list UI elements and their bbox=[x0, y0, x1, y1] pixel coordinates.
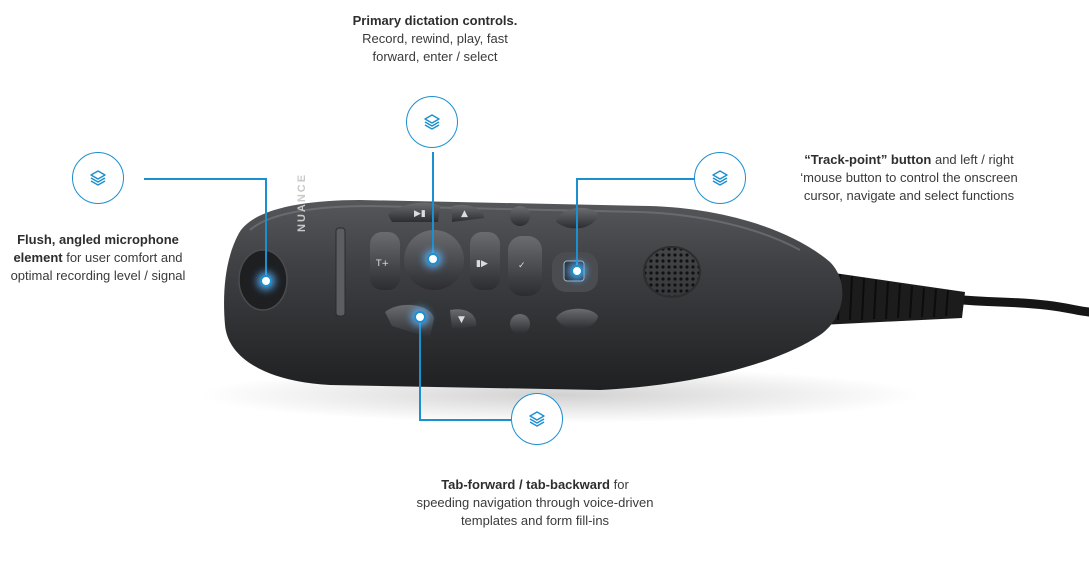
connector-line-bottom-h bbox=[419, 419, 511, 421]
tab-button-glow-dot bbox=[414, 311, 426, 323]
svg-text:T+: T+ bbox=[375, 259, 389, 269]
svg-text:▮▶: ▮▶ bbox=[476, 259, 488, 269]
caption-tab-navigation-line1: for bbox=[610, 477, 629, 492]
layers-icon bbox=[529, 411, 545, 427]
caption-primary-controls-title: Primary dictation controls. bbox=[352, 13, 518, 28]
device-highlight bbox=[249, 204, 801, 251]
trackpoint-glow-dot bbox=[571, 265, 583, 277]
connector-line-left-h bbox=[144, 178, 266, 180]
caption-microphone-title-2: element bbox=[13, 250, 63, 265]
caption-tab-navigation-title: Tab-forward / tab-backward bbox=[441, 477, 610, 492]
caption-trackpoint-line3: cursor, navigate and select functions bbox=[803, 188, 1015, 203]
caption-microphone: Flush, angled microphone element for use… bbox=[0, 231, 196, 285]
caption-primary-controls: Primary dictation controls. Record, rewi… bbox=[330, 12, 540, 66]
caption-trackpoint-title: “Track-point” button bbox=[804, 152, 932, 167]
caption-primary-controls-line2: forward, enter / select bbox=[372, 49, 498, 64]
svg-text:▶▮: ▶▮ bbox=[414, 209, 426, 219]
button-glyphs: ▶▮ ▲ T+ ▮▶ ✓ ▼ bbox=[375, 209, 526, 325]
caption-trackpoint: “Track-point” button and left / right ‘m… bbox=[754, 151, 1064, 205]
hotspot-primary-controls[interactable] bbox=[406, 96, 458, 148]
caption-microphone-line3: optimal recording level / signal bbox=[10, 268, 186, 283]
svg-text:▼: ▼ bbox=[458, 315, 465, 325]
connector-line-right-h bbox=[576, 178, 694, 180]
caption-primary-controls-line1: Record, rewind, play, fast bbox=[362, 31, 508, 46]
hotspot-microphone[interactable] bbox=[72, 152, 124, 204]
layers-icon bbox=[424, 114, 440, 130]
caption-trackpoint-line1: and left / right bbox=[931, 152, 1014, 167]
layers-icon bbox=[712, 170, 728, 186]
caption-tab-navigation: Tab-forward / tab-backward for speeding … bbox=[380, 476, 690, 530]
brand-logo-text: NUANCE bbox=[296, 172, 308, 232]
connector-line-bottom-v bbox=[419, 316, 421, 420]
connector-line-top bbox=[432, 152, 434, 258]
connector-line-left-v bbox=[265, 178, 267, 280]
caption-microphone-title: Flush, angled microphone bbox=[17, 232, 179, 247]
primary-controls-glow-dot bbox=[427, 253, 439, 265]
microphone-glow-dot bbox=[260, 275, 272, 287]
connector-line-right-v bbox=[576, 178, 578, 270]
hotspot-tab-navigation[interactable] bbox=[511, 393, 563, 445]
svg-text:✓: ✓ bbox=[518, 261, 526, 271]
cable-strain-relief bbox=[800, 268, 965, 326]
caption-trackpoint-line2: ‘mouse button to control the onscreen bbox=[800, 170, 1018, 185]
caption-tab-navigation-line3: templates and form fill-ins bbox=[460, 513, 610, 528]
level-indicator bbox=[335, 227, 346, 317]
speaker-grille bbox=[643, 246, 701, 298]
layers-icon bbox=[90, 170, 106, 186]
caption-tab-navigation-line2: speeding navigation through voice-driven bbox=[416, 495, 654, 510]
caption-microphone-line2: for user comfort and bbox=[62, 250, 183, 265]
hotspot-trackpoint[interactable] bbox=[694, 152, 746, 204]
svg-text:▲: ▲ bbox=[461, 209, 468, 219]
